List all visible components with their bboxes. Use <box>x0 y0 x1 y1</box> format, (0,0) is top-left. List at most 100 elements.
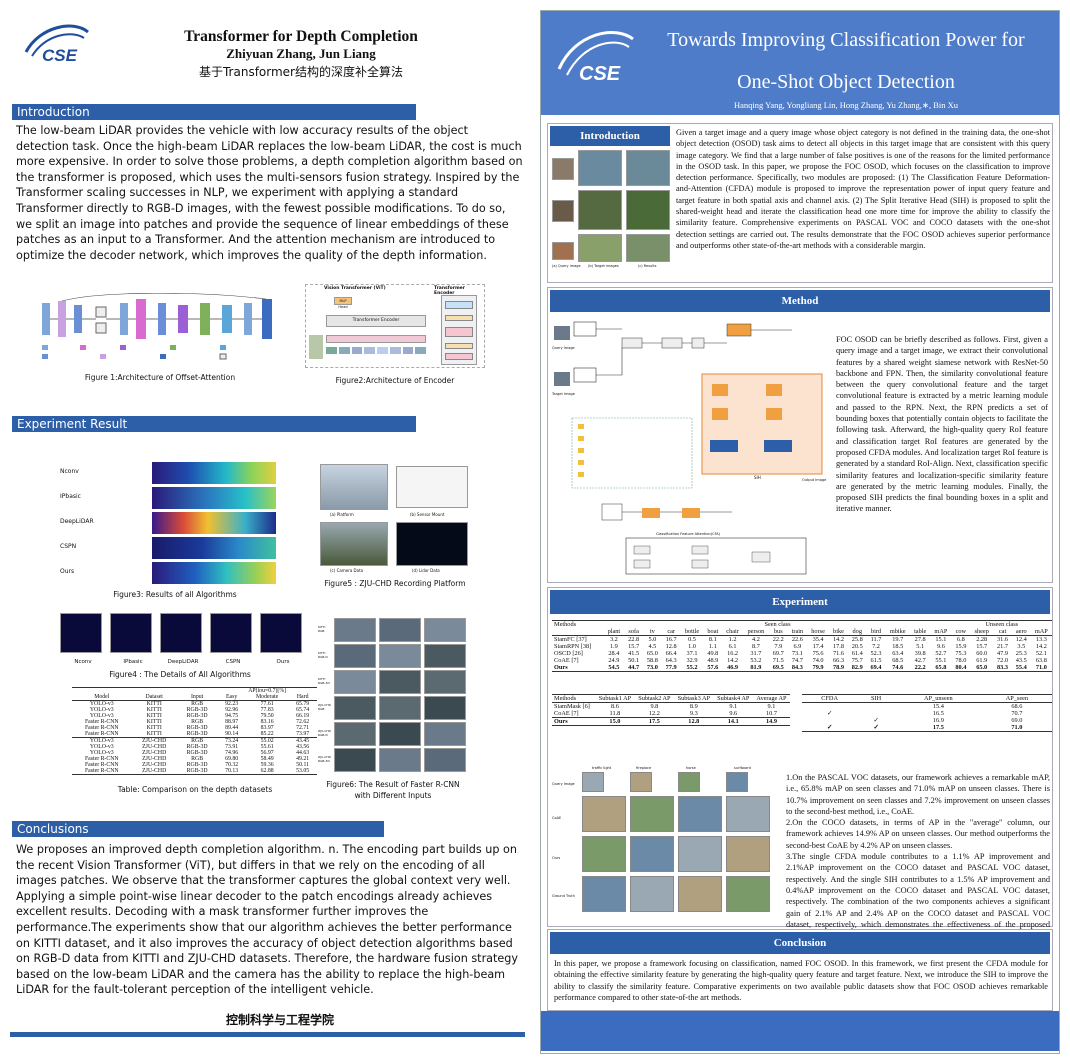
qual-class-2: horse <box>686 766 696 770</box>
table-cell: 55.02 <box>260 738 274 744</box>
table-cell: 12.8 <box>688 718 700 725</box>
table-cell: 88.97 <box>225 719 239 725</box>
table-cell: 66.4 <box>665 650 677 657</box>
table-cell: 94.75 <box>225 713 239 719</box>
qual-label-query: Query Image <box>552 782 575 786</box>
detection-image <box>424 644 466 668</box>
depth-table-col: Moderate <box>256 694 279 700</box>
table-cell: KITTI <box>146 707 162 713</box>
method-output-label: Output Image <box>802 478 827 482</box>
qualitative-figure: Query Image CoAE Ours Ground Truth traff… <box>552 766 778 926</box>
table-cell: 15.1 <box>935 636 947 643</box>
depth-map <box>152 537 276 559</box>
table-cell: 42.7 <box>914 657 926 664</box>
table-cell: YOLO-v3 <box>89 738 114 744</box>
fig6-row-label: KITTI RGB <box>318 625 326 633</box>
table-cell: RGB <box>191 701 204 707</box>
table-cell: 7.2 <box>872 643 880 650</box>
table-cell: KITTI <box>146 701 162 707</box>
footer-cn: 控制科学与工程学院 <box>225 1013 334 1027</box>
table-cell: 55.2 <box>686 664 698 671</box>
table-cell: 92.23 <box>225 701 239 707</box>
detection-image <box>678 876 722 912</box>
fig6-row-label: ZJU-CHD RGB-D <box>318 729 331 737</box>
table-cell: 71.5 <box>772 657 784 664</box>
figure-3-caption: Figure3: Results of all Algorithms <box>113 590 237 599</box>
table-cell: ZJU-CHD <box>142 762 167 768</box>
table-cell: 75.3 <box>955 650 967 657</box>
experiment-header: Experiment <box>550 590 1050 614</box>
qual-label-gt: Ground Truth <box>552 894 575 898</box>
table-cell: KITTI <box>146 713 162 719</box>
conclusion-header: Conclusion <box>550 932 1050 954</box>
table-cell: 22.2 <box>772 636 784 643</box>
detection-image <box>582 796 626 832</box>
logo-text: CSE <box>579 63 621 85</box>
table-cell: 4.5 <box>648 643 657 650</box>
table-cell: 13.3 <box>1035 636 1047 643</box>
table-cell: 9.6 <box>729 710 738 717</box>
column-header: dog <box>852 628 862 635</box>
table-cell: KITTI <box>146 731 162 737</box>
intro-header: Introduction <box>550 126 670 146</box>
table-cell: 79.9 <box>812 664 824 671</box>
table-cell: 65.8 <box>935 664 947 671</box>
method-sih-label: SIH <box>754 475 761 480</box>
depth-table-group-header: AP(iou=0.7)[%] <box>248 688 287 694</box>
table-cell: 6.8 <box>956 636 965 643</box>
column-header: boat <box>707 628 719 635</box>
detection-image <box>424 722 466 746</box>
table-cell: 8.7 <box>751 643 760 650</box>
table-cell: 71.0 <box>1035 664 1047 671</box>
cse-logo-mark <box>557 31 634 76</box>
intro-fig-label-c: (c) Results <box>638 264 657 268</box>
column-header: cat <box>998 628 1007 635</box>
column-header: bird <box>870 628 882 635</box>
table-cell: 31.7 <box>750 650 762 657</box>
method-cell: CoAE [7] <box>554 657 579 664</box>
figure-5-platform: (a) Platform (b) Sensor Mount (c) Camera… <box>320 464 470 576</box>
table-cell <box>857 703 895 711</box>
table-cell: ✓ <box>827 710 833 717</box>
detection-image <box>424 670 466 694</box>
method-cell: Ours <box>554 664 568 671</box>
table-cell: 58.49 <box>260 756 274 762</box>
method-cell: SiamFC [37] <box>554 636 587 643</box>
table-cell: 44.63 <box>296 750 310 756</box>
table-cell: YOLO-v3 <box>89 707 114 713</box>
t1-seen-header: Seen class <box>764 621 791 628</box>
table-cell: 9.3 <box>689 710 698 717</box>
table-cell: 77.61 <box>260 701 274 707</box>
table-cell: 39.8 <box>914 650 926 657</box>
cse-logo: CSE <box>22 22 92 66</box>
table-cell: RGB <box>191 719 204 725</box>
table-cell: 69.80 <box>225 756 239 762</box>
table-cell: 70.32 <box>225 762 239 768</box>
depth-table-col: Input <box>190 694 204 700</box>
column-header: AP_seen <box>1005 695 1029 702</box>
column-header: Subtask4 AP <box>717 695 750 702</box>
fig2-vit-label: Vision Transformer (ViT) <box>324 286 386 291</box>
table-cell: 44.7 <box>628 664 640 671</box>
table-cell: 59.36 <box>260 762 274 768</box>
table-cell: 9.6 <box>936 643 945 650</box>
table-cell: RGB-3D <box>186 731 208 737</box>
table-cell: RGB-3D <box>186 762 208 768</box>
table-cell: 14.9 <box>765 718 777 725</box>
table-cell: 9.1 <box>729 703 738 710</box>
depth-table-col: Easy <box>226 694 238 700</box>
table-cell: 73.0 <box>646 664 658 671</box>
table-cell: 41.5 <box>628 650 640 657</box>
fig2-transformer-encoder: Transformer Encoder <box>326 315 426 327</box>
detection-image <box>334 618 376 642</box>
table-cell: 78.9 <box>832 664 844 671</box>
figure-6-caption-1: Figure6: The Result of Faster R-CNN <box>326 780 460 789</box>
conclusions-text: We proposes an improved depth completion… <box>16 843 519 997</box>
depth-table-col: Dataset <box>145 694 163 700</box>
